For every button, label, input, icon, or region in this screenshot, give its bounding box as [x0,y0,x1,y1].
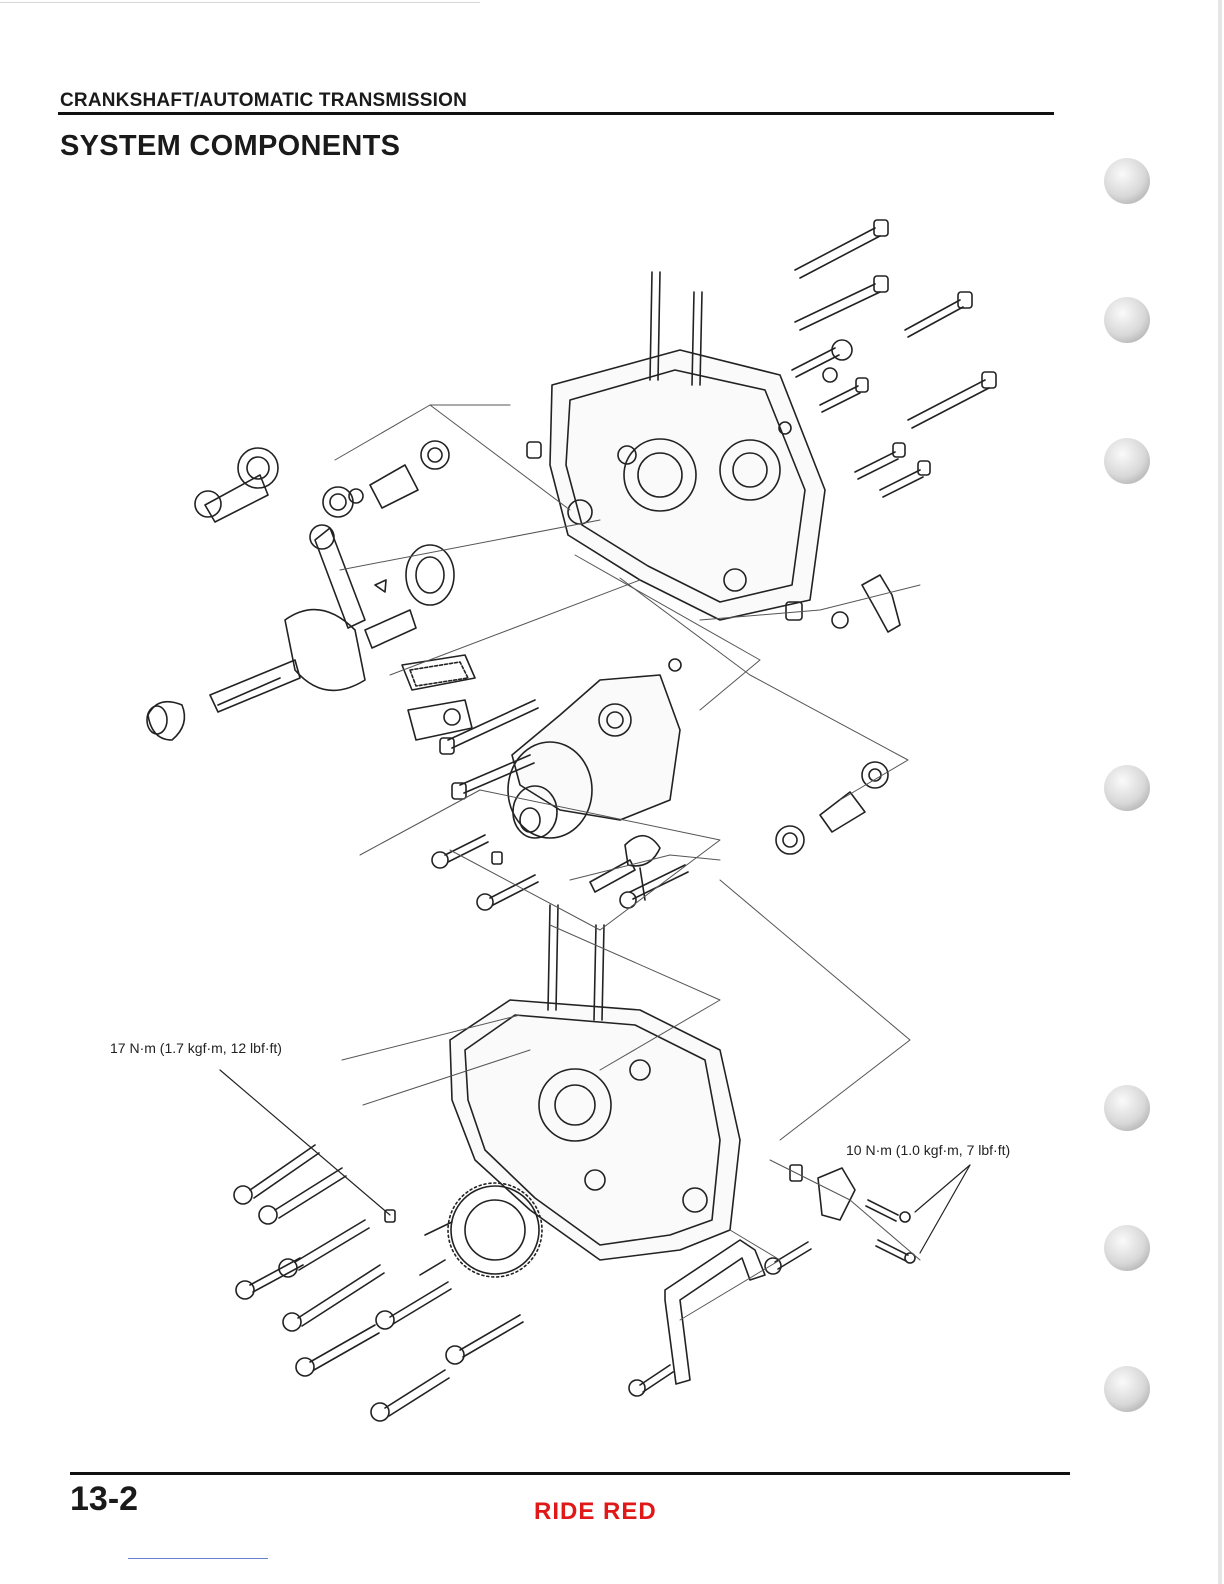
page-number: 13-2 [70,1480,138,1519]
punch-hole-icon [1104,297,1150,343]
punch-hole-icon [1104,1225,1150,1271]
torque-callout-17nm: 17 N·m (1.7 kgf·m, 12 lbf·ft) [110,1040,282,1056]
page-title: SYSTEM COMPONENTS [60,130,400,163]
punch-hole-icon [1104,765,1150,811]
section-header: CRANKSHAFT/AUTOMATIC TRANSMISSION [60,90,467,112]
footer-rule [70,1472,1070,1475]
scan-bottom-mark [128,1558,268,1559]
torque-callout-10nm: 10 N·m (1.0 kgf·m, 7 lbf·ft) [846,1142,1010,1158]
punch-hole-icon [1104,1366,1150,1412]
scan-edge-line [0,2,480,3]
upper-crankcase-half [527,272,825,620]
lower-crankcase-half [448,905,740,1277]
footer-brand: RIDE RED [534,1498,657,1526]
header-rule [58,112,1054,115]
automatic-transmission [432,659,688,910]
oil-strainer [402,655,475,740]
drive-shaft-group [776,762,888,854]
exploded-view-diagram [80,200,1040,1440]
punch-hole-icon [1104,438,1150,484]
balancer-shaft-group [195,441,449,522]
punch-hole-icon [1104,1085,1150,1131]
page-edge-shadow [1218,0,1222,1584]
punch-hole-icon [1104,158,1150,204]
upper-bolts [792,220,996,632]
